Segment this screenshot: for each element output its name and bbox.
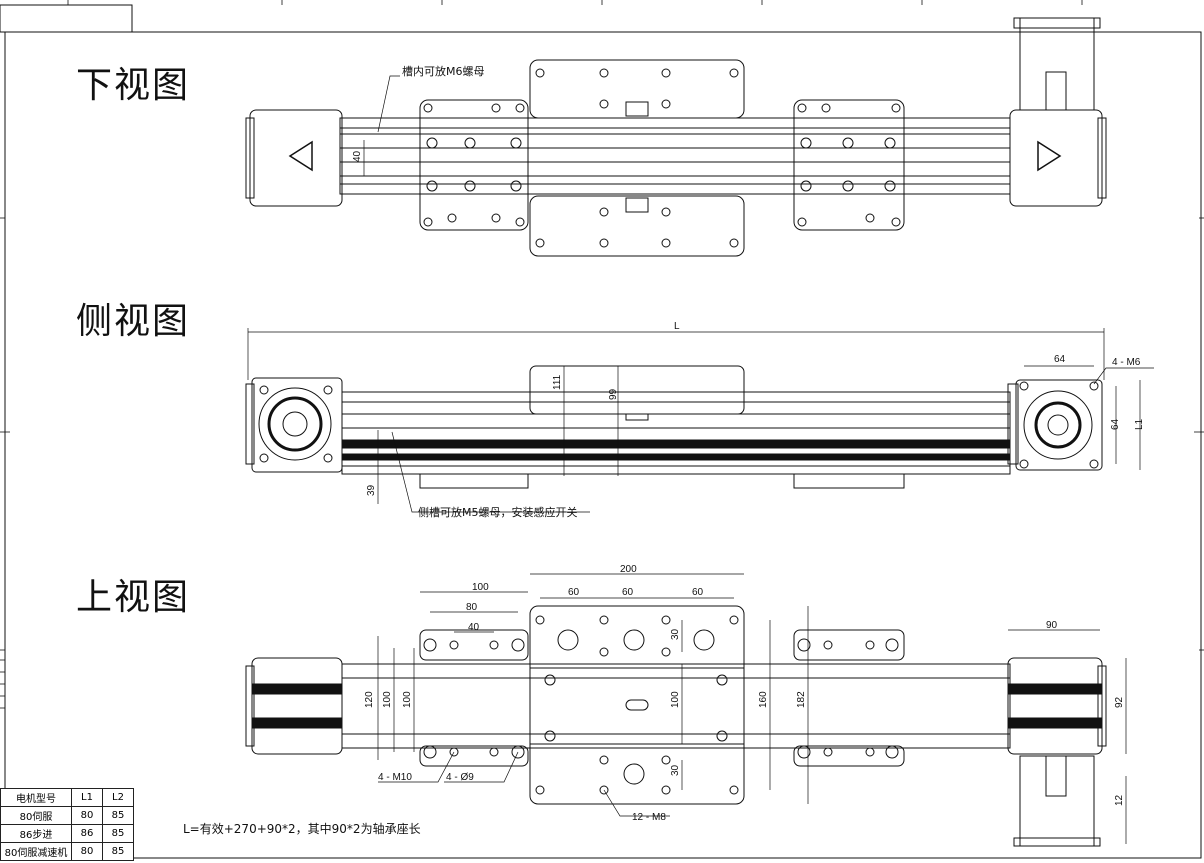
bottom-holes (423, 68, 901, 248)
arrow-right-icon (1037, 140, 1062, 172)
dim-60c: 60 (692, 587, 704, 598)
dim-120: 120 (364, 691, 375, 708)
top-right-endcap (1007, 657, 1103, 755)
dim-side-64v: 64 (1110, 418, 1121, 430)
dim-L: L (674, 321, 680, 332)
side-view (245, 328, 1154, 513)
bottom-view (245, 17, 1107, 257)
title-top-view: 上视图 (76, 577, 191, 618)
dim-90: 90 (1046, 620, 1058, 631)
dim-100: 100 (472, 582, 489, 593)
dim-d9: 4 - Ø9 (446, 772, 474, 783)
dim-m10: 4 - M10 (378, 772, 412, 783)
bottom-left-endcap (249, 109, 343, 207)
spec-header: L1 (71, 788, 103, 807)
drawing-frame (4, 31, 1202, 859)
dim-m6: 4 - M6 (1112, 357, 1141, 368)
note-formula: L=有效+270+90*2，其中90*2为轴承座长 (183, 822, 421, 836)
title-corner-box (0, 4, 133, 33)
spec-cell: 85 (102, 824, 134, 843)
spec-cell: 80 (71, 806, 103, 825)
side-left-motor (251, 377, 343, 473)
spec-cell: 85 (102, 806, 134, 825)
bottom-rail (339, 117, 1011, 195)
dim-30b: 30 (670, 764, 681, 776)
spec-header: L2 (102, 788, 134, 807)
top-motor (1019, 755, 1095, 847)
bottom-carriage-top (529, 59, 745, 119)
side-right-motor (1015, 379, 1103, 471)
spec-cell: 85 (102, 842, 134, 861)
spec-cell: 86 (71, 824, 103, 843)
spec-table: 电机型号 L1 L2 80伺服 80 85 86步进 86 85 80伺服减速机… (0, 788, 134, 861)
dim-39: 39 (366, 484, 377, 496)
frame-ticks (0, 0, 1204, 709)
table-row: 86步进 86 85 (0, 824, 134, 843)
dim-60b: 60 (622, 587, 634, 598)
spec-cell: 80伺服 (0, 806, 72, 825)
note-slot-m6: 槽内可放M6螺母 (402, 65, 485, 78)
dim-m8: 12 - M8 (632, 812, 666, 823)
dim-80: 80 (466, 602, 478, 613)
side-rail (341, 391, 1011, 475)
dim-99: 99 (608, 388, 619, 400)
spec-header: 电机型号 (0, 788, 72, 807)
bottom-left-plate (419, 99, 529, 231)
top-holes (423, 615, 899, 795)
bottom-carriage-bottom (529, 195, 745, 257)
bottom-right-plate (793, 99, 905, 231)
dim-side-64: 64 (1054, 354, 1066, 365)
dim-100c: 100 (670, 691, 681, 708)
table-row: 80伺服 80 85 (0, 806, 134, 825)
dim-111: 111 (552, 374, 563, 390)
dim-40t: 40 (468, 622, 480, 633)
dim-12: 12 (1114, 794, 1125, 806)
dim-100b: 100 (402, 691, 413, 708)
spec-cell: 80伺服减速机 (0, 842, 72, 861)
title-side-view: 侧视图 (76, 301, 191, 342)
spec-header-row: 电机型号 L1 L2 (0, 788, 134, 807)
note-side-slot: 侧槽可放M5螺母，安装感应开关 (418, 506, 578, 519)
top-carriage (529, 605, 745, 805)
spec-cell: 80 (71, 842, 103, 861)
dimension-labels: 40 L 64 4 - M6 64 L1 111 99 39 100 80 40… (352, 150, 1145, 823)
dim-30a: 30 (670, 628, 681, 640)
dim-182: 182 (796, 691, 807, 708)
dim-L1: L1 (1134, 418, 1145, 430)
dim-160: 160 (758, 691, 769, 708)
table-row: 80伺服减速机 80 85 (0, 842, 134, 861)
spec-cell: 86步进 (0, 824, 72, 843)
dim-60a: 60 (568, 587, 580, 598)
top-left-endcap (251, 657, 343, 755)
dim-100a: 100 (382, 691, 393, 708)
dim-200: 200 (620, 564, 637, 575)
dim-40: 40 (352, 150, 363, 162)
top-view (245, 573, 1127, 847)
arrow-left-icon (288, 140, 313, 172)
title-bottom-view: 下视图 (76, 65, 191, 106)
dim-92: 92 (1114, 696, 1125, 708)
